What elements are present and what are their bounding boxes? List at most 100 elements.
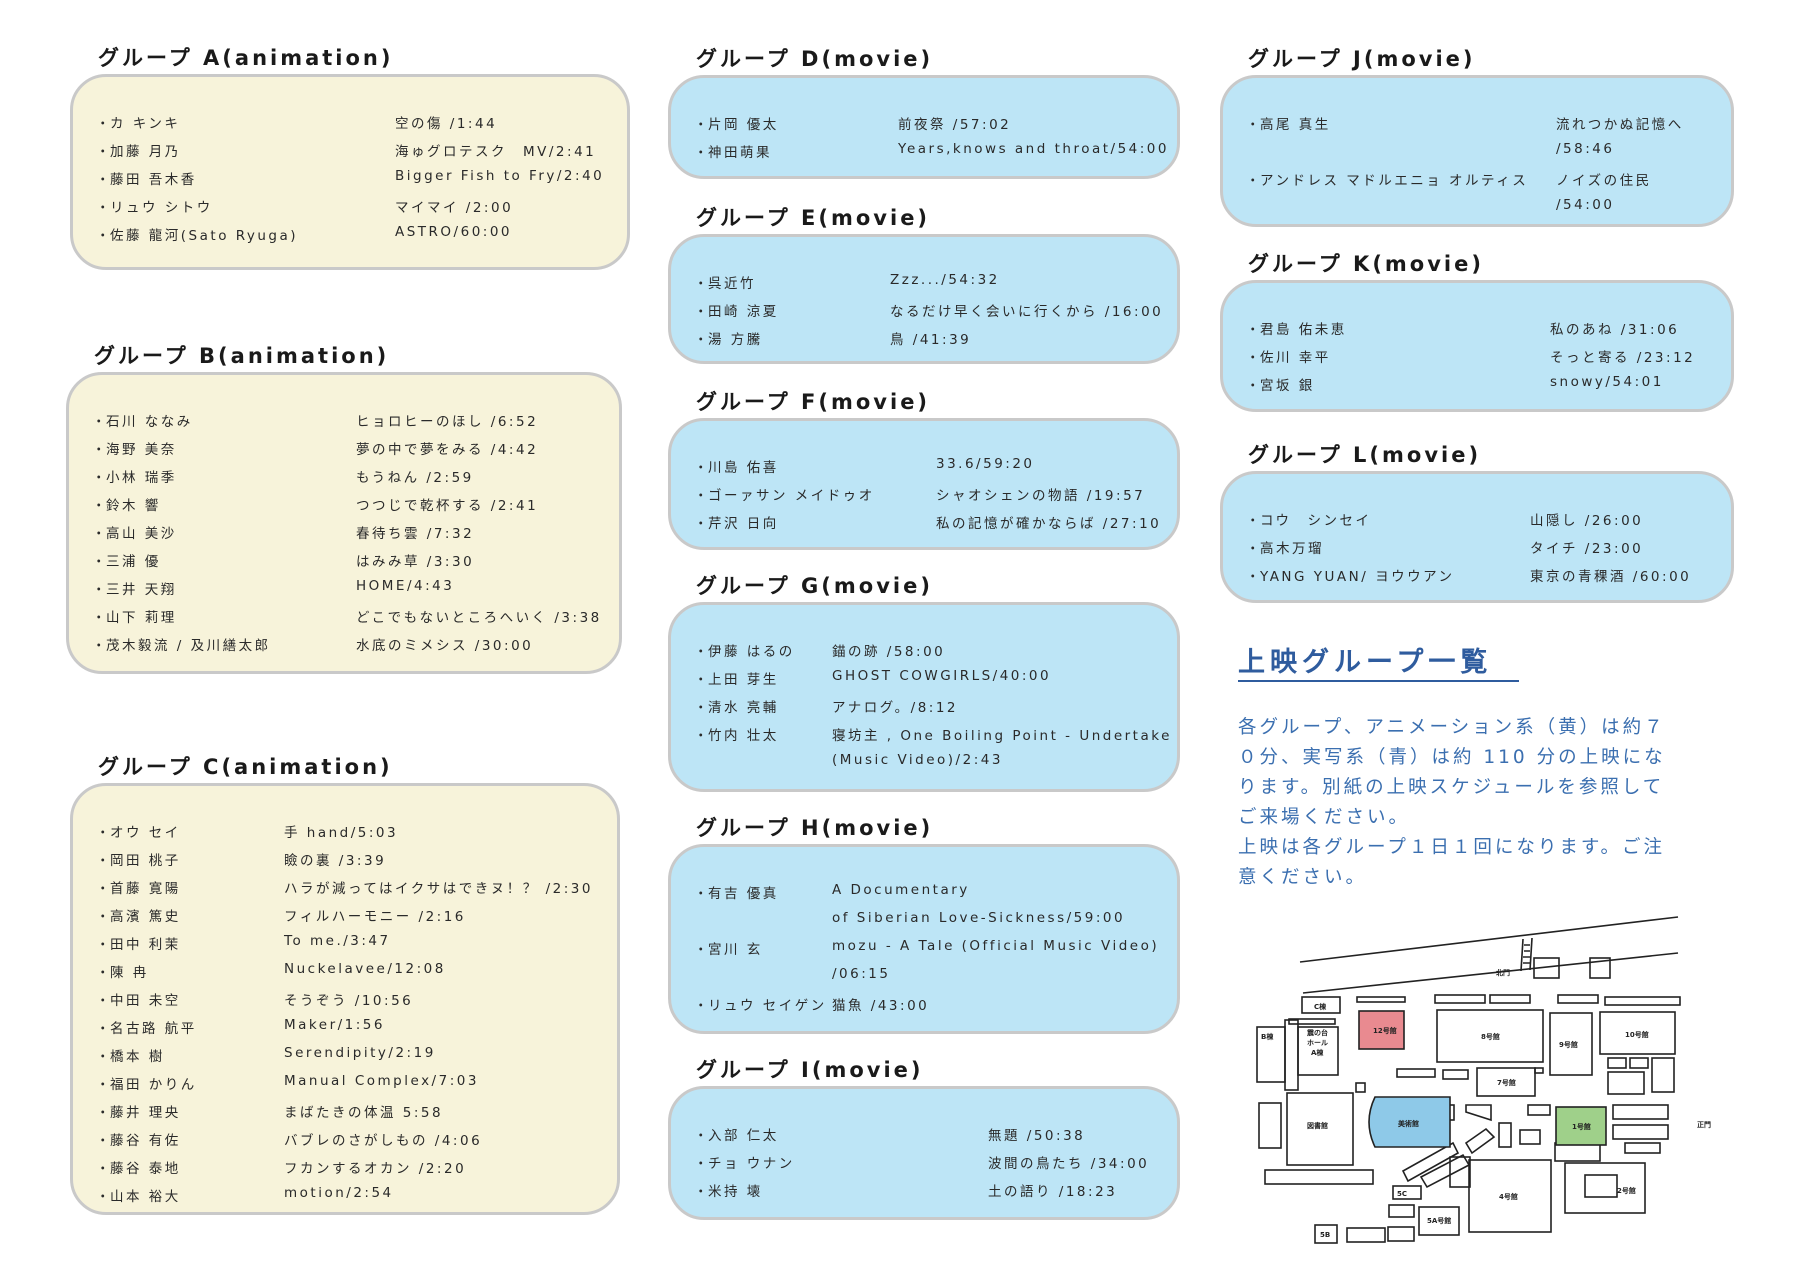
map-label: ホール: [1307, 1039, 1328, 1047]
entry-row: 上田 芽生 GHOST COWGIRLS/40:00: [694, 668, 1049, 688]
work-title: 春待ち雲 /7:32: [356, 526, 475, 542]
entry-row: 竹内 壮太 寝坊主 , One Boiling Point - Undertake…: [694, 724, 1169, 768]
work-title: 土の語り /18:23: [988, 1184, 1118, 1200]
group-h-title: グループ H(movie): [696, 816, 934, 840]
creator-name: 上田 芽生: [694, 672, 779, 688]
creator-name: チョ ウナン: [694, 1156, 795, 1172]
work-title: 無題 /50:38: [988, 1128, 1086, 1144]
group-c-title: グループ C(animation): [98, 755, 393, 779]
entry-row: 佐藤 龍河(Sato Ryuga) ASTRO/60:00: [96, 224, 510, 244]
work-title: 水底のミメシス /30:00: [356, 638, 534, 654]
entry-row: 陳 冉 Nuckelavee/12:08: [96, 961, 443, 981]
creator-name: 藤井 理央: [96, 1105, 181, 1121]
map-label: 12号館: [1373, 1026, 1397, 1035]
creator-name: 高山 美沙: [92, 526, 177, 542]
creator-name: 藤谷 泰地: [96, 1161, 181, 1177]
group-f-title: グループ F(movie): [696, 390, 931, 414]
map-label: 5A号館: [1427, 1216, 1451, 1225]
creator-name: 竹内 壮太: [694, 728, 779, 744]
map-label: 9号館: [1559, 1040, 1578, 1049]
creator-name: 片岡 優太: [694, 117, 779, 133]
entry-row: 湯 方騰鳥 /41:39: [694, 328, 969, 348]
building-1: [1555, 1106, 1607, 1146]
work-title: mozu - A Tale (Official Music Video): [832, 938, 1160, 954]
entry-row: アンドレス マドルエニョ オルティス ノイズの住民/54:00: [1246, 169, 1649, 213]
creator-name: 高尾 真生: [1246, 117, 1331, 133]
creator-name: リュウ セイゲン: [694, 998, 827, 1014]
work-title: 瞼の裏 /3:39: [284, 853, 387, 869]
creator-name: 藤田 吾木香: [96, 172, 197, 188]
work-title: アナログ。/8:12: [832, 700, 959, 716]
map-label: 1号館: [1572, 1122, 1591, 1131]
group-a-title: グループ A(animation): [98, 46, 394, 70]
work-title: もうねん /2:59: [356, 470, 474, 486]
creator-name: 陳 冉: [96, 965, 149, 981]
map-label: 5C: [1397, 1190, 1407, 1198]
campus-map: 北門 正門 C棟 B棟 震の台 ホール A棟 12号館 8号館 9号館 10号館…: [1256, 916, 1711, 1244]
info-title: 上映グループ一覧: [1238, 647, 1493, 678]
work-title: 鳥 /41:39: [890, 332, 972, 348]
entry-row: 有吉 優真 A Documentary of Siberian Love-Sic…: [694, 882, 1123, 926]
group-e-title: グループ E(movie): [696, 206, 931, 230]
entry-row: YANG YUAN/ ヨウウアン 東京の青稞酒 /60:00: [1246, 565, 1689, 585]
entry-row: 茂木毅流 / 及川繕太郎 水底のミメシス /30:00: [92, 634, 531, 654]
work-title: ハラが減ってはイクサはできヌ！？ /2:30: [284, 881, 593, 897]
work-title: GHOST COWGIRLS/40:00: [832, 668, 1052, 684]
work-title: 夢の中で夢をみる /4:42: [356, 442, 539, 458]
creator-name: 橋本 樹: [96, 1049, 165, 1065]
map-label: C棟: [1314, 1002, 1327, 1011]
creator-name: アンドレス マドルエニョ オルティス: [1246, 173, 1528, 189]
work-title: 寝坊主 , One Boiling Point - Undertake: [832, 728, 1172, 744]
creator-name: 伊藤 はるの: [694, 644, 795, 660]
work-title: 流れつかぬ記憶へ: [1556, 117, 1684, 133]
map-label: 震の台: [1306, 1028, 1328, 1037]
map-label: 4号館: [1499, 1192, 1518, 1201]
work-title: 私のあね /31:06: [1550, 322, 1680, 338]
map-label: 8号館: [1481, 1032, 1500, 1041]
work-title: 海ゅグロテスク MV/2:41: [395, 144, 597, 160]
entry-row: 田崎 涼夏 なるだけ早く会いに行くから /16:00: [694, 300, 1161, 320]
creator-name: 石川 ななみ: [92, 414, 193, 430]
work-title: フィルハーモニー /2:16: [284, 909, 466, 925]
work-title: Nuckelavee/12:08: [284, 961, 446, 977]
work-title: Maker/1:56: [284, 1017, 385, 1033]
creator-name: カ キンキ: [96, 116, 180, 132]
work-title: 前夜祭 /57:02: [898, 117, 1012, 133]
creator-name: 高濱 篤史: [96, 909, 181, 925]
work-title: タイチ /23:00: [1530, 541, 1644, 557]
group-j-title: グループ J(movie): [1248, 47, 1476, 71]
creator-name: 名古路 航平: [96, 1021, 197, 1037]
creator-name: 入部 仁太: [694, 1128, 779, 1144]
creator-name: ゴーァサン メイドゥオ: [694, 488, 875, 504]
entry-row: 高山 美沙 春待ち雲 /7:32: [92, 522, 472, 542]
work-title: フカンするオカン /2:20: [284, 1161, 467, 1177]
work-title: Manual Complex/7:03: [284, 1073, 479, 1089]
work-title: A Documentary: [832, 882, 970, 898]
creator-name: 有吉 優真: [694, 886, 779, 902]
work-title: なるだけ早く会いに行くから /16:00: [890, 304, 1164, 320]
creator-name: リュウ シトウ: [96, 200, 213, 216]
info-paragraph: 上映は各グループ１日１回になります。ご注意ください。: [1238, 837, 1666, 888]
work-title: 手 hand/5:03: [284, 825, 399, 841]
building-12: [1358, 1010, 1405, 1050]
work-title: Years,knows and throat/54:00: [898, 141, 1169, 157]
creator-name: 川島 佑喜: [694, 460, 779, 476]
creator-name: 田崎 涼夏: [694, 304, 779, 320]
